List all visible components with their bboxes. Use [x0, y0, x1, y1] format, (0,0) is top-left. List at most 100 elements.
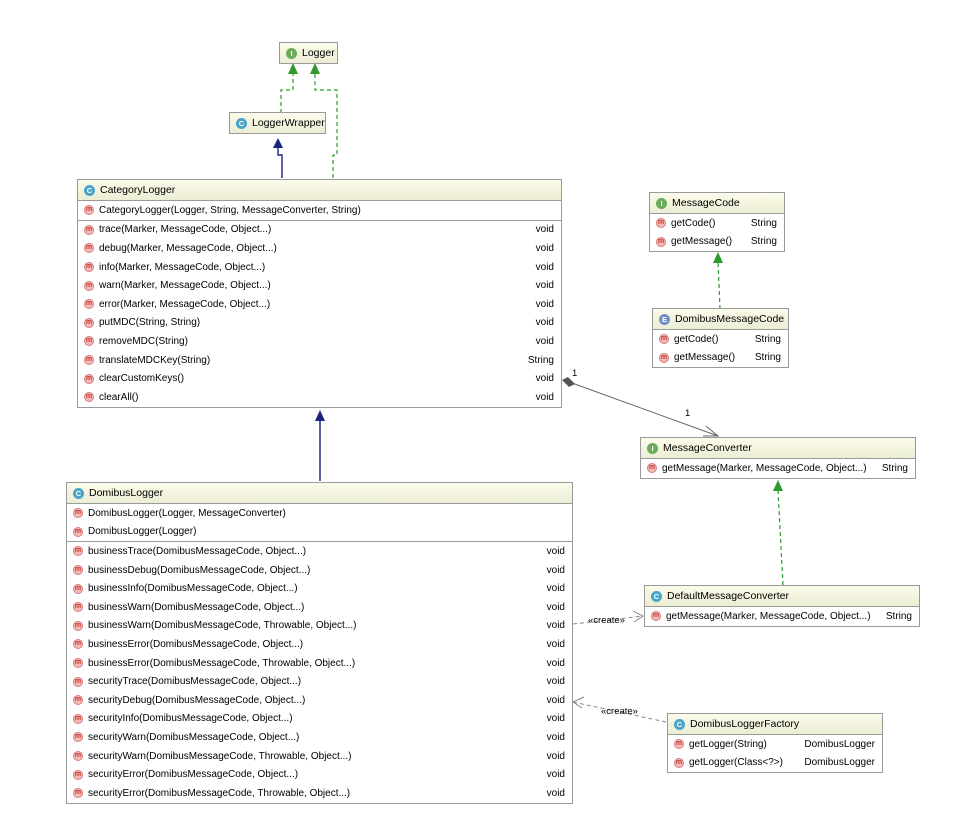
composition-edge-categorylogger-messageconverter — [571, 382, 719, 437]
method-icon: m — [84, 299, 94, 310]
class-icon: C — [674, 718, 685, 730]
class-header: C DefaultMessageConverter — [645, 586, 919, 607]
class-header: I MessageConverter — [641, 438, 915, 459]
class-header: C DomibusLogger — [67, 483, 572, 504]
class-header: I MessageCode — [650, 193, 784, 214]
method-icon: m — [656, 218, 666, 229]
method-icon: m — [84, 224, 94, 235]
method-icon: m — [73, 620, 83, 631]
method-icon: m — [84, 392, 94, 403]
create-label-2: «create» — [601, 706, 638, 717]
method-icon: m — [84, 243, 94, 254]
arrowhead-categorylogger-logger — [310, 63, 320, 74]
method-icon: m — [659, 352, 669, 363]
arrowhead-defaultconverter-messageconverter — [773, 480, 783, 491]
method-icon: m — [73, 695, 83, 706]
method-icon: m — [73, 676, 83, 687]
implements-edge-loggerwrapper-logger — [280, 72, 294, 113]
method-icon: m — [73, 526, 83, 537]
class-header: C DomibusLoggerFactory — [668, 714, 882, 735]
create-arrow-1 — [632, 610, 644, 623]
create-edge-domibuslogger-defaultconverter — [572, 615, 644, 625]
class-icon: C — [84, 184, 95, 196]
class-loggerwrapper[interactable]: C LoggerWrapper — [229, 112, 326, 134]
implements-edge-domibusmessagecode-messagecode — [717, 261, 721, 310]
interface-icon: I — [286, 47, 297, 59]
method-icon: m — [73, 751, 83, 762]
method-icon: m — [656, 236, 666, 247]
interface-icon: I — [656, 197, 667, 209]
multiplicity-source: 1 — [572, 368, 578, 379]
class-name: CategoryLogger — [100, 184, 176, 196]
method-icon: m — [84, 280, 94, 291]
class-name: MessageCode — [672, 197, 740, 209]
method-icon: m — [73, 602, 83, 613]
method-icon: m — [84, 373, 94, 384]
class-logger[interactable]: I Logger — [279, 42, 338, 64]
method-icon: m — [73, 508, 83, 519]
composition-arrow-open — [703, 425, 720, 437]
arrowhead-loggerwrapper-logger — [288, 63, 298, 74]
create-edge-factory-domibuslogger — [572, 701, 667, 723]
extends-edge-categorylogger-loggerwrapper — [277, 148, 283, 178]
create-label-1: «create» — [588, 615, 625, 626]
method-icon: m — [84, 355, 94, 366]
static-method-icon: m — [674, 739, 684, 750]
arrowhead-domibusmessagecode-messagecode — [713, 252, 723, 263]
static-method-icon: m — [674, 757, 684, 768]
method-icon: m — [84, 205, 94, 216]
arrowhead-categorylogger-loggerwrapper — [273, 138, 283, 148]
method-icon: m — [647, 463, 657, 474]
class-name: DomibusMessageCode — [675, 313, 785, 325]
